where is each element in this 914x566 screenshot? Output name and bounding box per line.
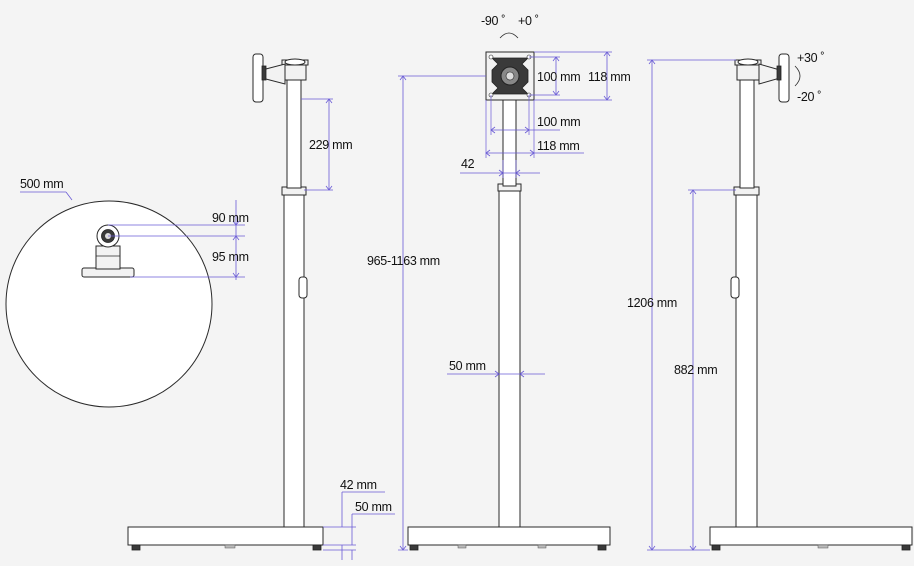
left-upper-pole bbox=[286, 77, 302, 189]
plate-outer-height-label: 118 mm bbox=[588, 70, 630, 84]
total-height-label: 1206 mm bbox=[627, 296, 677, 310]
pole-width-label: 50 mm bbox=[449, 359, 486, 373]
right-side-view: +30 ˚ -20 ˚ 1206 mm 882 mm bbox=[627, 51, 913, 551]
base-plate-circle bbox=[5, 200, 213, 408]
left-base-plate bbox=[127, 526, 324, 546]
height-range-label: 965-1163 mm bbox=[367, 254, 440, 268]
plate-inner-width-label: 100 mm bbox=[537, 115, 580, 129]
right-base-plate bbox=[709, 526, 913, 546]
swivel-left-label: -90 ˚ bbox=[481, 14, 505, 28]
base-offset-95-label: 95 mm bbox=[212, 250, 249, 264]
right-lower-pole bbox=[735, 192, 758, 528]
left-lower-pole bbox=[283, 192, 305, 528]
base-thickness-label: 42 mm bbox=[340, 478, 377, 492]
front-view: -90 ˚ +0 ˚ 100 mm 118 mm 100 mm 118 mm 4… bbox=[367, 14, 631, 551]
swivel-arc-icon bbox=[499, 32, 519, 39]
vesa-plate-icon bbox=[485, 51, 535, 101]
plate-inner-height-label: 100 mm bbox=[537, 70, 580, 84]
front-base-plate bbox=[407, 526, 611, 546]
base-diameter-label: 500 mm bbox=[20, 177, 63, 191]
upper-pole-height-label: 229 mm bbox=[309, 138, 352, 152]
neck-width-label: 42 bbox=[461, 157, 475, 171]
base-edge-label: 50 mm bbox=[355, 500, 392, 514]
left-vesa-plate bbox=[252, 53, 264, 103]
base-offset-90-label: 90 mm bbox=[212, 211, 249, 225]
swivel-right-label: +0 ˚ bbox=[518, 14, 539, 28]
plate-outer-width-label: 118 mm bbox=[537, 139, 579, 153]
lower-height-label: 882 mm bbox=[674, 363, 717, 377]
left-side-view: 229 mm 42 mm 50 mm bbox=[127, 53, 395, 560]
tilt-up-label: +30 ˚ bbox=[797, 51, 824, 65]
front-lower-pole bbox=[498, 189, 521, 528]
right-upper-pole bbox=[739, 77, 755, 189]
tilt-arc-icon bbox=[794, 65, 801, 87]
base-top-view: 500 mm 90 mm 95 mm bbox=[5, 177, 249, 408]
tilt-down-label: -20 ˚ bbox=[797, 90, 821, 104]
